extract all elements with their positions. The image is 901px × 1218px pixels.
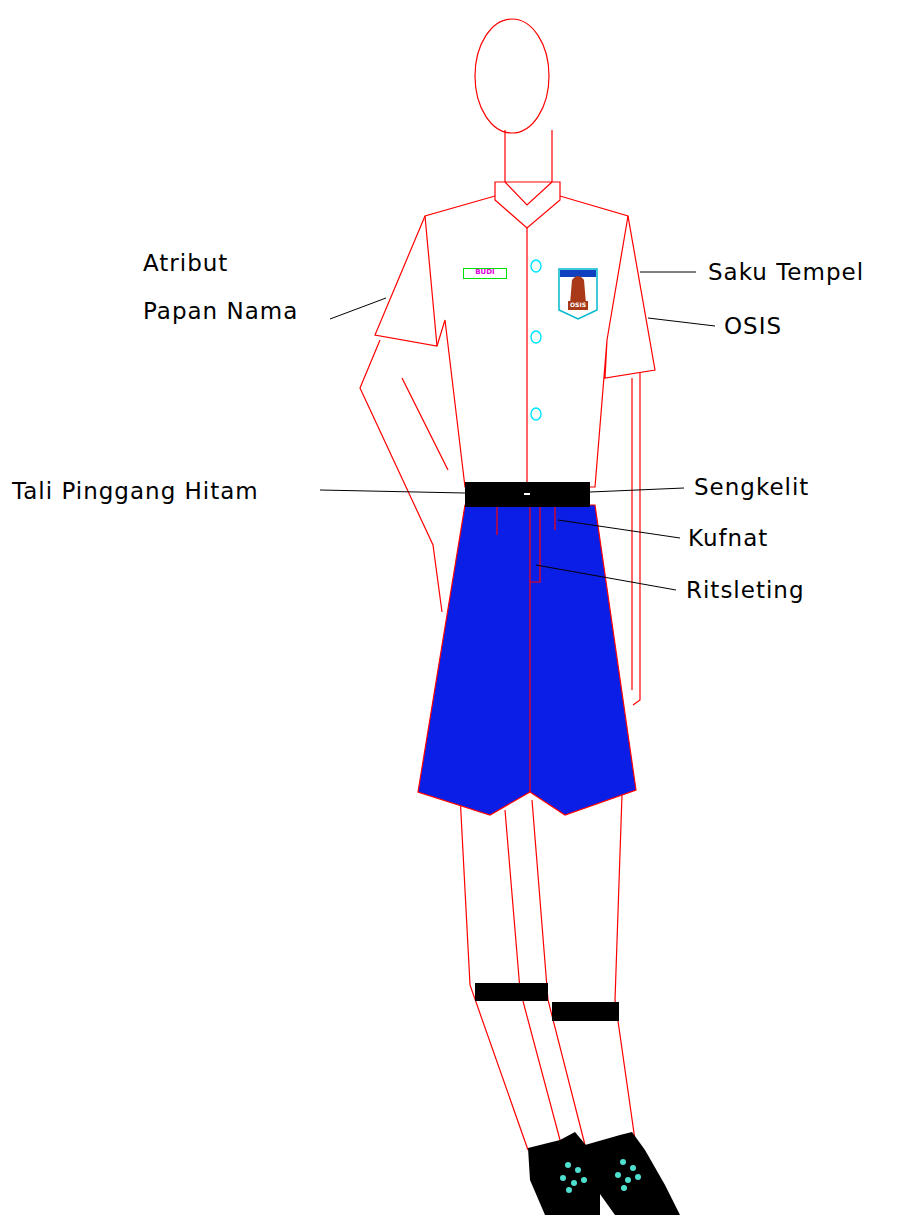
part-label: Tali Pinggang Hitam	[12, 480, 259, 503]
part-label: Ritsleting	[686, 579, 805, 602]
buckle	[524, 493, 530, 495]
right-arm-inner	[631, 378, 632, 690]
buttons	[531, 260, 541, 420]
name-text: BUDI	[463, 268, 507, 277]
badge-text: OSIS	[558, 302, 598, 308]
badge-outline	[558, 268, 598, 320]
sock-band	[552, 1002, 619, 1021]
leader-lines	[320, 272, 715, 590]
part-label: Kufnat	[688, 527, 768, 550]
left-leg-inner	[505, 810, 560, 1140]
zipper	[530, 505, 540, 582]
part-label: Papan Nama	[143, 300, 298, 323]
right-leg-inner	[532, 800, 585, 1145]
placket	[505, 182, 552, 487]
shorts	[418, 505, 636, 815]
name-tag: BUDI	[463, 268, 507, 279]
left-arm	[360, 340, 442, 612]
shirt	[375, 196, 655, 487]
left-arm-inner	[402, 378, 448, 470]
shorts-seam	[529, 505, 530, 792]
sock-band	[475, 983, 548, 1001]
belt	[465, 482, 590, 507]
part-label: Saku Tempel	[708, 261, 864, 284]
neck	[505, 130, 552, 182]
osis-badge: OSIS	[558, 268, 598, 320]
right-leg-outer	[615, 795, 635, 1140]
sleeve-seams	[425, 216, 628, 346]
part-label: Sengkelit	[694, 476, 809, 499]
part-label: Atribut	[143, 252, 228, 275]
right-arm	[633, 372, 640, 705]
left-leg-outer	[460, 795, 528, 1150]
part-label: OSIS	[724, 315, 782, 338]
shoes	[528, 1132, 680, 1215]
head	[475, 19, 549, 133]
darts	[497, 505, 555, 535]
